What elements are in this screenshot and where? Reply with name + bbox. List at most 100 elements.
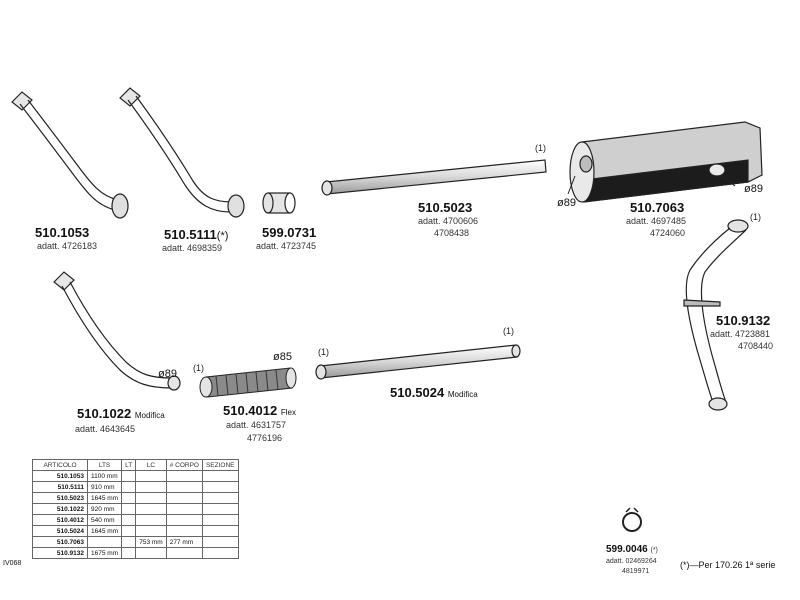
table-row: 510.9132 1675 mm bbox=[32, 547, 239, 559]
table-cell bbox=[135, 525, 167, 537]
part-code-suffix: Modifica bbox=[135, 411, 165, 420]
table-cell bbox=[121, 525, 137, 537]
pipe-510-5023 bbox=[321, 159, 547, 196]
part-code-suffix: Flex bbox=[281, 408, 296, 417]
table-cell bbox=[165, 514, 203, 526]
table-header: SEZIONE bbox=[201, 459, 239, 471]
table-cell bbox=[165, 503, 203, 515]
part-code-number: 510.4012 bbox=[223, 403, 277, 418]
table-cell bbox=[165, 470, 203, 482]
table-cell: 920 mm bbox=[86, 503, 123, 515]
pipe-510-1053 bbox=[11, 91, 129, 219]
part-ref-2: 4776196 bbox=[247, 433, 282, 443]
table-cell bbox=[121, 514, 137, 526]
table-cell: 510.7063 bbox=[32, 536, 88, 548]
table-cell bbox=[135, 470, 167, 482]
table-cell bbox=[135, 503, 167, 515]
specs-table: ARTICOLO LTS LT LC # CORPO SEZIONE 510.1… bbox=[32, 459, 239, 559]
table-cell: 277 mm bbox=[165, 536, 203, 548]
marker-1: (1) bbox=[193, 363, 204, 373]
table-cell bbox=[135, 492, 167, 504]
table-cell bbox=[201, 525, 239, 537]
table-cell: 1645 mm bbox=[86, 492, 123, 504]
table-header: LT bbox=[121, 459, 137, 471]
table-header: LTS bbox=[86, 459, 123, 471]
part-ref: adatt. 4726183 bbox=[37, 241, 97, 251]
clamp-599-0046 bbox=[622, 507, 642, 532]
part-code: 510.1053 bbox=[35, 225, 89, 240]
part-ref-2: 4708440 bbox=[738, 341, 773, 351]
table-cell bbox=[165, 525, 203, 537]
part-code-number: 510.5024 bbox=[390, 385, 445, 400]
table-cell: 1675 mm bbox=[86, 547, 123, 559]
table-header-row: ARTICOLO LTS LT LC # CORPO SEZIONE bbox=[32, 459, 239, 471]
table-cell bbox=[121, 536, 137, 548]
diameter-label: ø85 bbox=[273, 351, 292, 363]
part-code: 510.7063 bbox=[630, 200, 684, 215]
diameter-label: ø89 bbox=[158, 368, 177, 380]
part-code: 510.5023 bbox=[418, 200, 472, 215]
table-cell: 753 mm bbox=[135, 536, 167, 548]
table-cell bbox=[201, 514, 239, 526]
table-cell bbox=[121, 547, 137, 559]
table-cell: 510.1053 bbox=[32, 470, 88, 482]
table-cell bbox=[165, 481, 203, 493]
part-code-number: 510.5111 bbox=[164, 227, 217, 242]
table-cell: 510.5024 bbox=[32, 525, 88, 537]
table-row: 510.5024 1645 mm bbox=[32, 525, 239, 537]
table-cell: 510.5023 bbox=[32, 492, 88, 504]
pipe-510-5111 bbox=[119, 87, 245, 218]
table-cell: 540 mm bbox=[86, 514, 123, 526]
part-code: 510.9132 bbox=[716, 313, 770, 328]
table-cell bbox=[165, 492, 203, 504]
part-ref: adatt. 4643645 bbox=[75, 424, 135, 434]
part-ref: adatt. 4698359 bbox=[162, 243, 222, 253]
table-cell bbox=[121, 503, 137, 515]
table-cell bbox=[135, 481, 167, 493]
pipe-510-5024 bbox=[315, 344, 521, 380]
table-cell: 510.5111 bbox=[32, 481, 88, 493]
marker-1: (1) bbox=[318, 347, 329, 357]
part-code: 599.0731 bbox=[262, 225, 316, 240]
table-row: 510.1022 920 mm bbox=[32, 503, 239, 515]
part-code: 599.0046 (*) bbox=[606, 544, 658, 555]
table-cell bbox=[201, 492, 239, 504]
part-ref-2: 4708438 bbox=[434, 228, 469, 238]
marker-1: (1) bbox=[750, 212, 761, 222]
table-header: # CORPO bbox=[165, 459, 203, 471]
table-cell: 1100 mm bbox=[86, 470, 123, 482]
table-cell bbox=[135, 547, 167, 559]
pipe-510-9132 bbox=[683, 219, 749, 411]
diameter-label: ø89 bbox=[557, 197, 576, 209]
part-code: 510.5111(*) bbox=[164, 227, 228, 242]
part-code-suffix: (*) bbox=[217, 230, 229, 242]
table-cell bbox=[201, 470, 239, 482]
table-cell bbox=[86, 536, 123, 548]
table-cell bbox=[201, 547, 239, 559]
part-code-suffix: (*) bbox=[651, 547, 658, 554]
table-header: LC bbox=[135, 459, 167, 471]
footnote: (*)—Per 170.26 1ª serie bbox=[680, 560, 776, 570]
part-code-suffix: Modifica bbox=[448, 390, 478, 399]
table-cell: 510.4012 bbox=[32, 514, 88, 526]
table-row: 510.5111 910 mm bbox=[32, 481, 239, 493]
table-row: 510.5023 1645 mm bbox=[32, 492, 239, 504]
table-row: 510.7063 753 mm 277 mm bbox=[32, 536, 239, 548]
marker-1: (1) bbox=[503, 326, 514, 336]
drawing-code: IV068 bbox=[3, 560, 22, 567]
table-cell: 910 mm bbox=[86, 481, 123, 493]
flex-510-4012 bbox=[199, 367, 297, 398]
table-cell: 510.9132 bbox=[32, 547, 88, 559]
sleeve-599-0731 bbox=[262, 192, 296, 214]
diameter-label: ø89 bbox=[744, 183, 763, 195]
part-ref: adatt. 4697485 bbox=[626, 216, 686, 226]
pipe-510-1022 bbox=[53, 271, 181, 391]
part-ref: adatt. 02469264 bbox=[606, 558, 657, 565]
table-cell bbox=[121, 470, 137, 482]
part-ref: adatt. 4723745 bbox=[256, 241, 316, 251]
table-row: 510.4012 540 mm bbox=[32, 514, 239, 526]
table-cell bbox=[201, 503, 239, 515]
part-ref-2: 4724060 bbox=[650, 228, 685, 238]
part-code: 510.4012 Flex bbox=[223, 403, 296, 418]
